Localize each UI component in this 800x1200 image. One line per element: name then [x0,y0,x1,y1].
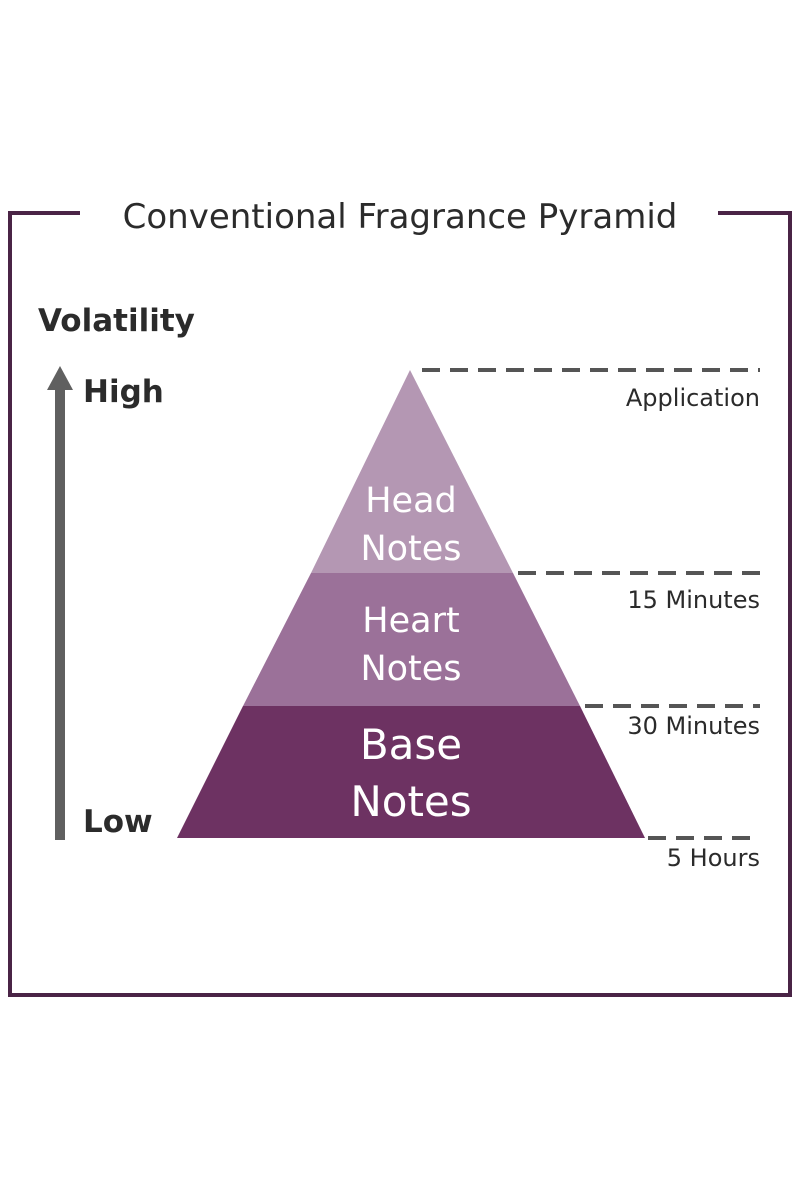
time-label-30-minutes: 30 Minutes [627,712,760,740]
diagram-title: Conventional Fragrance Pyramid [123,197,678,237]
tier-head [311,370,513,573]
time-label-15-minutes: 15 Minutes [627,586,760,614]
heart-notes-label-line2: Notes [360,649,461,689]
low-label: Low [83,804,153,840]
tier-base [177,706,645,838]
base-notes-label-line2: Notes [350,777,471,826]
volatility-arrow-shaft [55,386,65,840]
frame [8,211,792,997]
head-notes-label-line1: Head [365,481,457,521]
high-label: High [83,374,164,410]
heart-notes-label-line1: Heart [362,601,459,641]
volatility-arrow [47,366,73,840]
time-label-5-hours: 5 Hours [667,844,760,872]
head-notes-label-line2: Notes [360,529,461,569]
time-marker-lines [422,368,760,840]
volatility-arrow-head [47,366,73,390]
volatility-label: Volatility [38,303,195,339]
tier-heart [243,573,580,706]
base-notes-label-line1: Base [360,720,462,769]
time-label-application: Application [626,384,760,412]
frame-border [8,211,792,997]
pyramid [177,370,645,838]
